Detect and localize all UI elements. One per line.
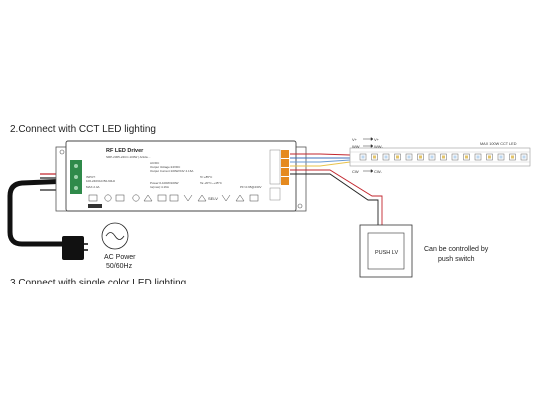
driver-spec-1: AC/DC (150, 161, 160, 165)
ac-power-icon (101, 222, 129, 250)
strip-cw-out-label: CW- (374, 169, 383, 174)
led-chip-core (465, 155, 468, 159)
led-chip-core (419, 155, 422, 159)
led-chip-core (522, 155, 526, 159)
led-chip-row (359, 153, 528, 161)
led-chip-core (384, 155, 388, 159)
led-chip-core (396, 155, 399, 159)
led-strip-label: MAX 100W CCT LED (480, 142, 517, 146)
led-chip-core (453, 155, 457, 159)
driver-power-1: Power:0-100W/100W (150, 181, 179, 185)
led-chip-core (373, 155, 376, 159)
driver-spec-2: Output Voltage:24VDC (150, 165, 181, 169)
section-title: 2.Connect with CCT LED lighting (10, 124, 156, 135)
led-chip-core (511, 155, 514, 159)
ac-frequency-label: 50/60Hz (106, 263, 133, 270)
led-chip-core (499, 155, 503, 159)
next-section-title: 3.Connect with single color LED lighting (10, 278, 186, 289)
led-chip-core (361, 155, 365, 159)
output-terminal-block (269, 149, 289, 201)
driver-model-line: SRP-2305-24CC-100W | Article... (106, 155, 151, 159)
driver-title: RF LED Driver (106, 148, 144, 154)
led-chip-core (476, 155, 480, 159)
ac-power-label: AC Power (104, 254, 136, 261)
barcode (88, 204, 102, 208)
push-caption-1: Can be controlled by (424, 246, 489, 253)
push-caption-2: push switch (438, 256, 475, 263)
driver-input-1: INPUT: (86, 175, 96, 179)
driver-input-3: MAX.2.4A (86, 185, 100, 189)
strip-ww-label: WW (352, 144, 360, 149)
strip-ww-out-label: WW- (374, 144, 383, 149)
strip-vplus-out-label: V+ (374, 137, 380, 142)
driver-input-2: 100-240VAC/50-60Hz (86, 179, 116, 183)
driver-spec-5: Ta:-20°C~+45°C (200, 181, 223, 185)
selv-label: SELV (208, 196, 218, 201)
driver-pf-1: PF>0.95@230V (240, 185, 261, 189)
ac-plug (62, 236, 88, 260)
push-switch (359, 224, 413, 278)
led-chip-core (430, 155, 434, 159)
push-switch-label: PUSH LV (375, 250, 398, 256)
output-wires (290, 153, 383, 225)
strip-cw-label: CW (352, 169, 359, 174)
strip-vplus-label: V+ (352, 137, 358, 142)
driver-spec-4: Tc:+85°C (200, 175, 213, 179)
driver-power-2: Io(max):4.16A (150, 185, 169, 189)
led-driver (55, 140, 307, 212)
driver-spec-3: Output Current:100W/24V 4.16A (150, 169, 193, 173)
certification-icons (88, 194, 259, 202)
led-chip-core (488, 155, 491, 159)
led-chip-core (442, 155, 445, 159)
input-terminal-block (70, 160, 82, 194)
strip-arrow-icons (363, 137, 374, 173)
cct-led-strip (349, 147, 531, 167)
led-chip-core (407, 155, 411, 159)
